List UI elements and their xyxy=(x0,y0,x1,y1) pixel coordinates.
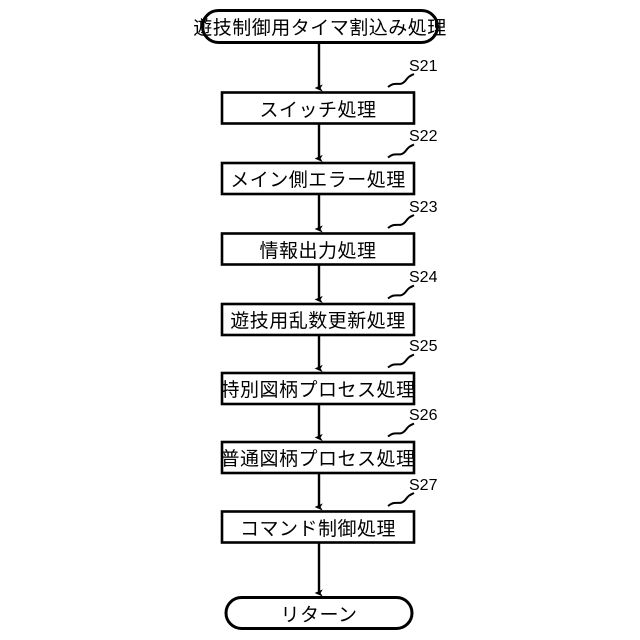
process-box-s23 xyxy=(220,232,416,266)
end-terminator-shape xyxy=(224,596,414,630)
process-box-s27 xyxy=(220,510,416,544)
step-ref-s27: S27 xyxy=(409,477,438,494)
step-ref-s23: S23 xyxy=(409,199,438,216)
process-label-s24: 遊技用乱数更新処理 xyxy=(230,310,406,332)
step-ref-s26: S26 xyxy=(409,407,438,424)
process-box-s24 xyxy=(220,302,416,337)
process-label-s27: コマンド制御処理 xyxy=(239,518,396,540)
start-terminator-shape xyxy=(201,9,439,44)
step-ref-s21: S21 xyxy=(409,58,438,75)
process-label-s25: 特別図柄プロセス処理 xyxy=(220,379,416,401)
leader-line-s22 xyxy=(387,143,415,159)
process-label-s23: 情報出力処理 xyxy=(259,240,377,262)
process-label-s21: スイッチ処理 xyxy=(259,99,377,121)
leader-line-s21 xyxy=(387,73,415,88)
end-terminator-label: リターン xyxy=(280,604,358,626)
process-box-s25 xyxy=(220,371,416,406)
leader-line-s25 xyxy=(387,353,415,369)
process-label-s26: 普通図柄プロセス処理 xyxy=(220,448,416,470)
process-box-s26 xyxy=(220,440,416,475)
leader-line-s23 xyxy=(387,214,415,229)
leader-line-s27 xyxy=(387,492,415,507)
step-ref-s24: S24 xyxy=(409,269,438,286)
start-terminator-label: 遊技制御用タイマ割込み処理 xyxy=(193,18,447,39)
process-box-s21 xyxy=(220,91,416,125)
process-box-s22 xyxy=(220,161,416,196)
process-label-s22: メイン側エラー処理 xyxy=(230,169,406,191)
step-ref-s22: S22 xyxy=(409,128,438,145)
step-ref-s25: S25 xyxy=(409,338,438,355)
leader-line-s26 xyxy=(387,422,415,438)
leader-line-s24 xyxy=(387,284,415,300)
